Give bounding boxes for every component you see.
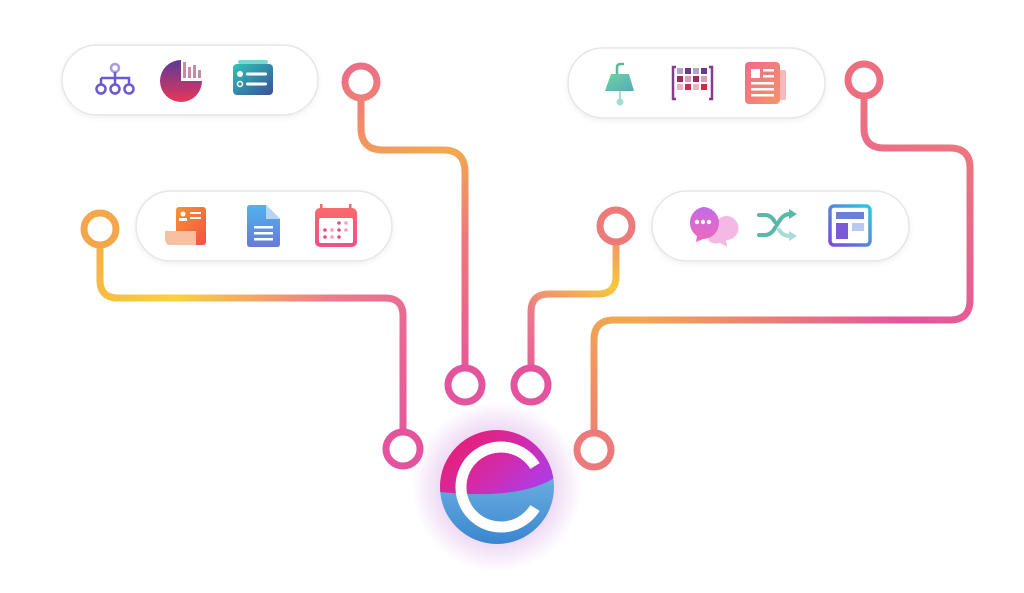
- connector-4-end-node: [573, 429, 615, 471]
- calendar-icon: [315, 204, 357, 247]
- newspaper-icon: [745, 62, 786, 104]
- connector-2: [96, 241, 407, 436]
- connector-2-end-node: [382, 428, 424, 470]
- org-chart-icon: [95, 62, 135, 95]
- kanban-lamp-icon: [605, 62, 634, 106]
- connector-4-start-node: [844, 60, 884, 100]
- connector-1: [357, 94, 469, 372]
- chat-bubbles-icon: [689, 207, 739, 247]
- grid-calendar-icon: [671, 65, 714, 101]
- connector-2-start-node: [80, 209, 120, 249]
- list-card-icon: [233, 60, 273, 95]
- icon-group-3: [567, 47, 826, 119]
- layout-icon: [828, 204, 872, 247]
- connector-1-end-node: [444, 364, 486, 406]
- contact-form-icon: [165, 207, 206, 245]
- c-logo-icon: [440, 430, 554, 544]
- document-icon: [247, 205, 280, 247]
- connector-3: [527, 238, 620, 372]
- pie-chart-icon: [160, 60, 202, 102]
- shuffle-icon: [757, 209, 797, 241]
- connector-3-end-node: [510, 364, 552, 406]
- connector-4: [590, 92, 974, 437]
- connector-1-start-node: [341, 62, 381, 102]
- connector-3-start-node: [596, 206, 636, 246]
